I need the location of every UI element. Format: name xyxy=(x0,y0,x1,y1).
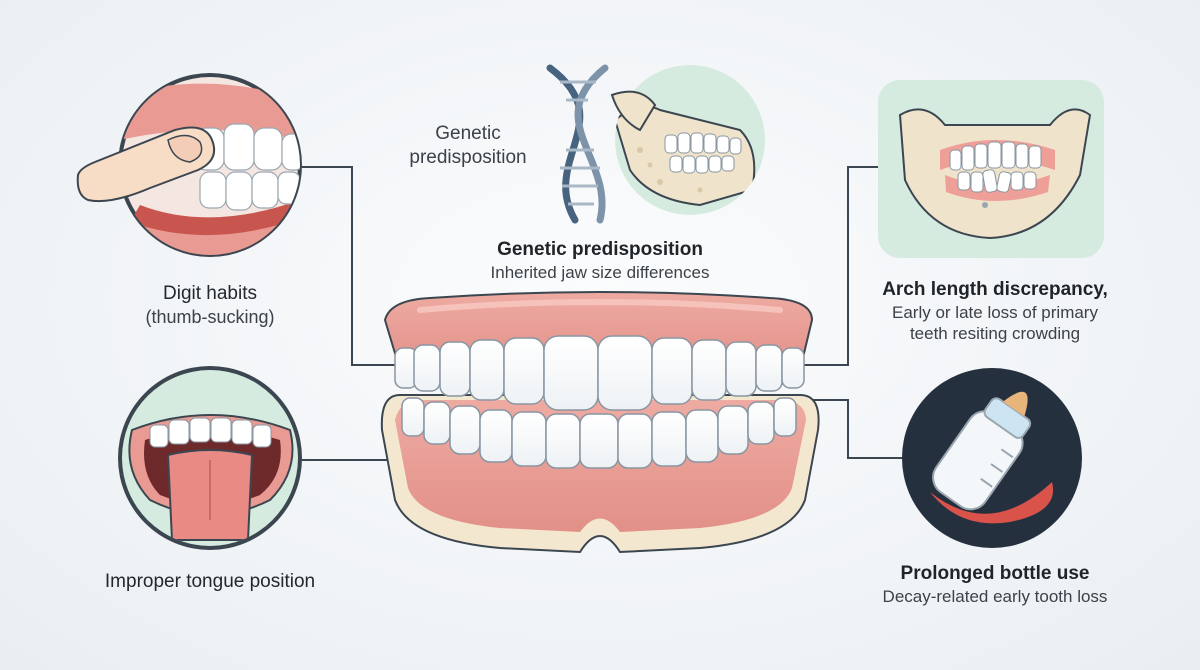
label-genetic-predisposition: Genetic predisposition Inherited jaw siz… xyxy=(440,238,760,283)
label-bottle-use: Prolonged bottle use Decay-related early… xyxy=(860,562,1130,607)
label-genetic-small: Genetic predisposition xyxy=(398,122,538,170)
bottle-subtitle: Decay-related early tooth loss xyxy=(882,586,1108,606)
connector-arch-length xyxy=(795,166,878,366)
upper-teeth xyxy=(394,335,805,411)
dna-helix-icon xyxy=(546,64,609,224)
tongue-title: Improper tongue position xyxy=(104,571,316,592)
digit-habits-illustration xyxy=(76,73,302,257)
arch-length-illustration xyxy=(878,80,1104,258)
connector-bottle xyxy=(800,399,902,459)
genetic-jaw-illustration xyxy=(610,65,765,215)
genetic-main-subtitle: Inherited jaw size differences xyxy=(490,262,710,282)
lower-teeth xyxy=(401,397,797,469)
central-dental-arch xyxy=(380,291,820,554)
genetic-main-title: Genetic predisposition xyxy=(497,239,703,260)
tongue-illustration xyxy=(118,366,302,550)
digit-habits-subtitle: (thumb-sucking) xyxy=(145,306,275,327)
label-digit-habits: Digit habits (thumb-sucking) xyxy=(110,282,310,328)
arch-length-line2: Early or late loss of primary xyxy=(892,302,1098,322)
bottle-title: Prolonged bottle use xyxy=(900,563,1090,584)
arch-length-line3: teeth resiting crowding xyxy=(909,324,1081,343)
label-tongue-position: Improper tongue position xyxy=(80,570,340,594)
connector-digit-habits xyxy=(300,166,412,366)
genetic-small-line1: Genetic xyxy=(435,123,501,144)
digit-habits-title: Digit habits xyxy=(163,283,257,304)
bottle-tongue-shape xyxy=(930,482,1054,524)
arch-length-title: Arch length discrepancy, xyxy=(882,279,1108,300)
label-arch-length: Arch length discrepancy, Early or late l… xyxy=(850,278,1140,344)
bottle-illustration xyxy=(902,368,1082,548)
genetic-small-line2: predisposition xyxy=(409,146,527,168)
